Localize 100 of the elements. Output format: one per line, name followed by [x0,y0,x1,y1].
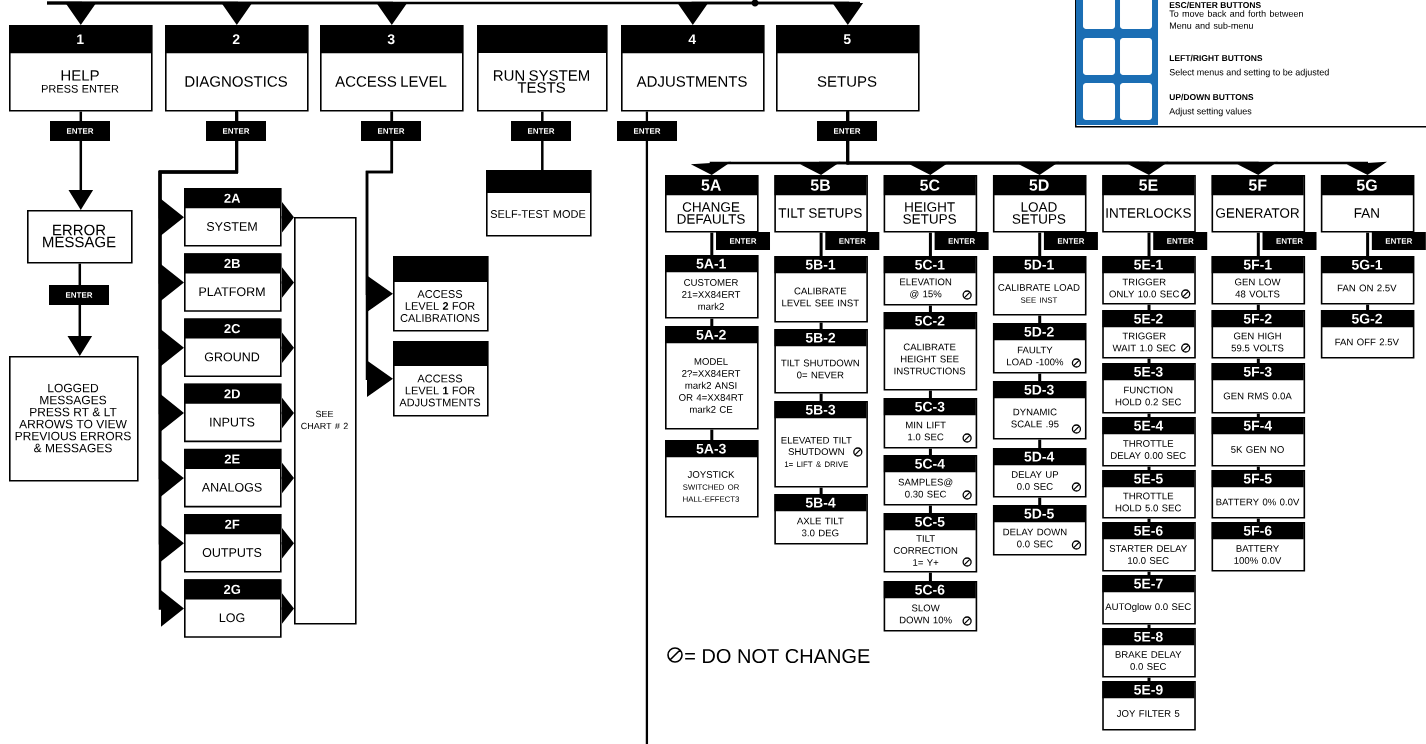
menu-label: ELEVATED TILT SHUTDOWN [781,437,852,456]
menu-label: INTERLOCKS [1106,208,1191,218]
edge-label: ENTER [206,121,266,141]
menu-label: CHANGE DEFAULTS [677,202,745,224]
menu-number: 5E-7 [1102,575,1195,593]
edge-label: ENTER [49,285,109,305]
button-description: Select menus and setting to be adjusted [1169,68,1329,78]
menu-number: 5C-3 [883,398,976,416]
menu-label: ACCESS LEVEL 1 FOR ADJUSTMENTS [399,374,481,407]
menu-label: PLATFORM [199,287,265,297]
connector-line [1147,304,1151,310]
connector-line [1366,304,1370,310]
menu-label: RUN SYSTEM TESTS [494,70,589,93]
edge-label: ENTER [1153,232,1208,250]
connector-line [1147,571,1151,575]
connector-line [819,487,823,494]
menu-label: SLOW DOWN 10% [899,604,952,624]
connector-line [1038,439,1042,448]
menu-number: 5C-6 [883,581,976,599]
menu-number: 5B-1 [774,256,867,274]
menu-label: ADJUSTMENTS [636,76,747,87]
menu-label: LOAD SETUPS [1012,202,1066,224]
menu-number: 5B-2 [774,329,867,347]
menu-label: AXLE TILT 3.0 DEG [796,517,844,537]
menu-number: 2F [184,514,281,535]
menu-label: HELP [61,70,99,81]
button-heading: LEFT/RIGHT BUTTONS [1169,54,1263,62]
menu-label: FAN OFF 2.5V [1335,338,1399,346]
connector-line [928,305,932,312]
edge-label: ENTER [1043,232,1098,250]
edge-label: ENTER [716,232,770,250]
menu-label: HEIGHT SETUPS [903,202,956,224]
menu-label: FUNCTION HOLD 0.2 SEC [1115,386,1182,406]
edge-label: ENTER [817,121,877,141]
menu-label: SYSTEM [206,222,257,231]
menu-label: GEN LOW 48 VOLTS [1235,278,1281,298]
connector-line [1256,358,1260,363]
arrow [47,1,864,25]
menu-label: ACCESS LEVEL [335,76,447,87]
edge-label: ENTER [511,121,571,141]
menu-label: JOYSTICK [687,471,735,478]
menu-number: 5F-2 [1211,310,1304,328]
connector-line [819,232,823,256]
menu-label: ANALOGS [201,482,262,492]
edge-label: ENTER [617,121,677,141]
menu-number: 5F-4 [1211,417,1304,435]
legend-text: = DO NOT CHANGE [685,648,870,664]
menu-label: JOY FILTER 5 [1116,710,1180,717]
menu-label: TRIGGER ONLY 10.0 SEC [1109,278,1180,298]
connector-line [1256,304,1260,310]
button-description: To move back and forth between Menu and sub-menu [1169,10,1303,29]
menu-label: FAULTY LOAD -100% [1007,346,1064,366]
menu-label: BATTERY 0% 0.0V [1216,498,1300,506]
menu-number: 5D-4 [993,448,1086,466]
button-description: Adjust setting values [1169,107,1252,117]
menu-number: 5A-1 [665,255,758,273]
connector-line [1147,413,1151,417]
menu-number: 5E-8 [1102,628,1195,646]
edge-label: ENTER [50,121,110,141]
menu-label: FAN [1354,208,1379,218]
menu-label: DELAY DOWN 0.0 SEC [1003,528,1067,548]
connector-line [1256,518,1260,522]
menu-number: 5F-3 [1211,363,1304,381]
menu-note: PRESS ENTER [41,84,119,93]
menu-number: 5E-3 [1102,363,1195,381]
connector-line [1256,232,1260,256]
connector-line [1147,466,1151,470]
connector-line [1256,466,1260,470]
menu-number: 5F-6 [1211,522,1304,540]
menu-label: THROTTLE DELAY 0.00 SEC [1111,440,1186,459]
menu-label: CALIBRATE LOAD [998,284,1080,291]
edge-label: ENTER [825,232,880,250]
connector-line [928,572,932,581]
menu-label: STARTER DELAY 10.0 SEC [1109,545,1187,564]
menu-number: 5G-1 [1321,256,1413,274]
menu-label: SAMPLES@ 0.30 SEC [898,478,953,498]
edge-label: ENTER [934,232,989,250]
menu-number: 5C-4 [883,455,976,473]
connector-line [710,318,714,326]
connector-line [1038,373,1042,381]
menu-label: AUTOglow 0.0 SEC [1105,603,1191,612]
menu-label: OUTPUTS [202,548,262,557]
menu-label: BRAKE DELAY 0.0 SEC [1115,651,1182,670]
menu-label: ERROR MESSAGE [43,224,116,248]
connector-line [1147,677,1151,681]
menu-label: GROUND [204,352,260,362]
connector-line [710,232,714,255]
menu-label: MIN LIFT 1.0 SEC [906,421,946,441]
edge-label: ENTER [361,121,421,141]
menu-label: CALIBRATE LEVEL SEE INST [782,287,859,307]
menu-number: 5C-1 [883,256,976,274]
button-heading: ESC/ENTER BUTTONS [1169,1,1261,9]
menu-label: MODEL 2?=XX84ERT mark2 ANSI OR 4=XX84RT mark2 CE [679,358,744,413]
menu-number: 5D-2 [993,323,1086,341]
edge-label: ENTER [1371,232,1426,250]
menu-number: 5E-1 [1102,256,1195,274]
menu-label: GEN HIGH 59.5 VOLTS [1231,332,1284,352]
menu-label: ACCESS LEVEL 2 FOR CALIBRATIONS [400,290,480,322]
connector-line [1256,413,1260,417]
menu-label: TILT CORRECTION 1= Y+ [893,535,958,566]
